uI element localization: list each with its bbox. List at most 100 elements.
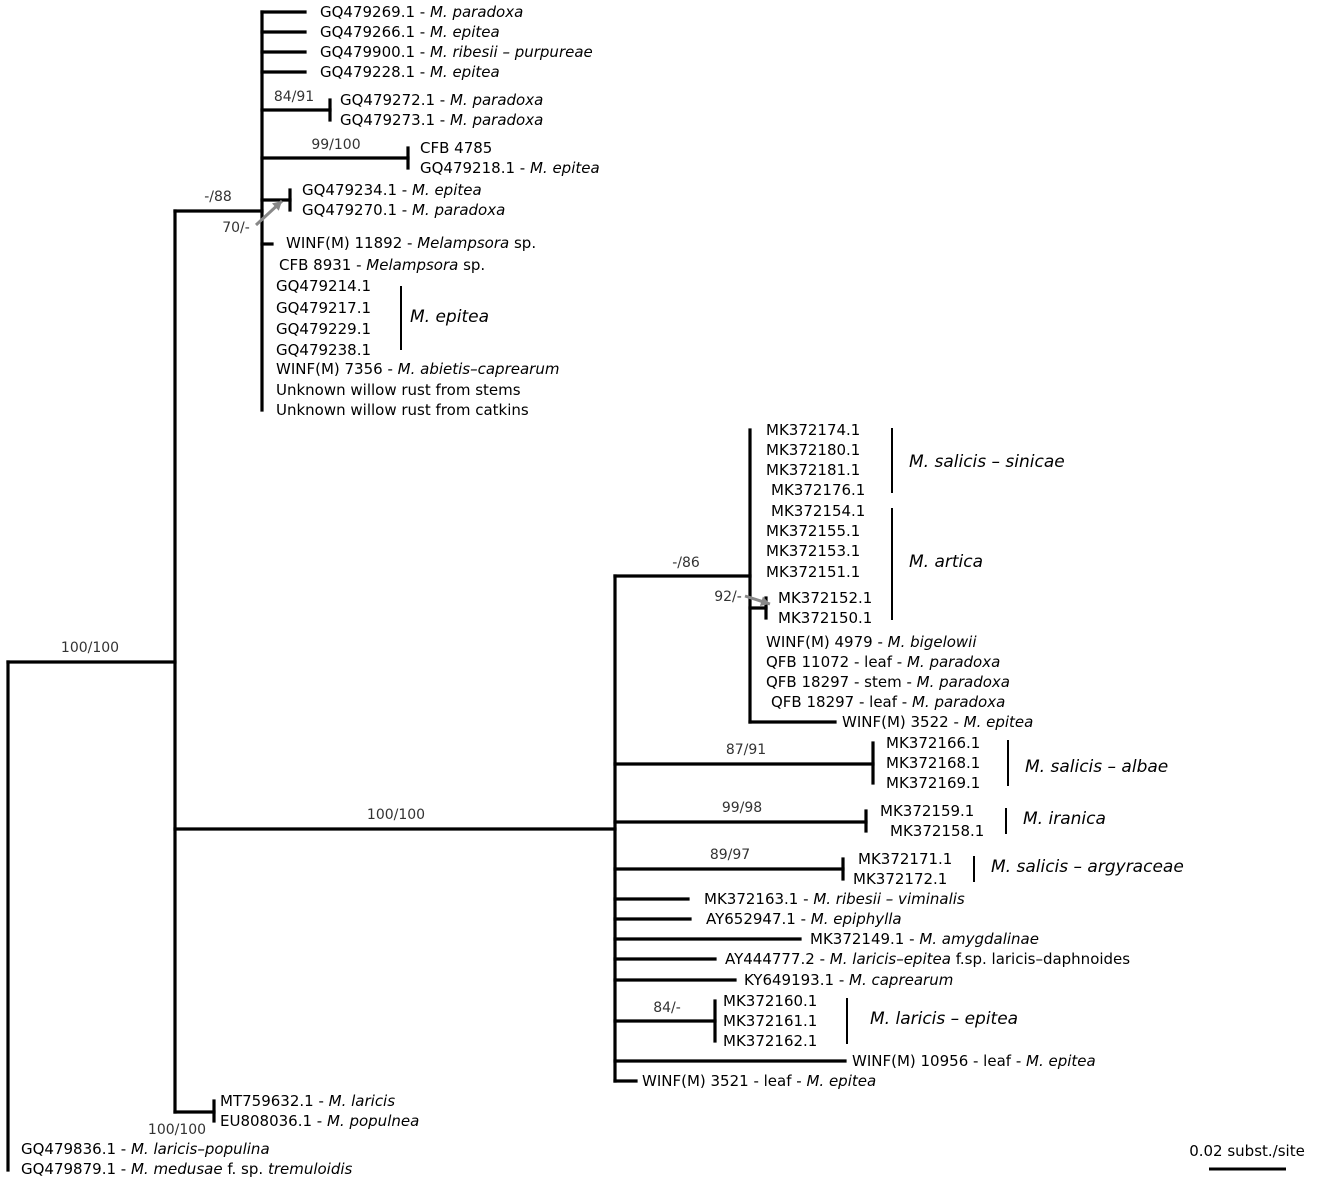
tip-label: GQ479836.1 - M. laricis–populina [21, 1140, 270, 1158]
tip-acc: Unknown willow rust from catkins [276, 401, 529, 419]
tip-acc: GQ479229.1 [276, 320, 371, 338]
tip-sp: M. ribesii – purpureae [430, 43, 593, 61]
tip-sp: M. laricis–epitea [830, 950, 951, 968]
tip-sp: M. ribesii – viminalis [813, 890, 965, 908]
tip-acc: WINF(M) 10956 - leaf [852, 1052, 1012, 1070]
tip-sep: - [792, 1072, 807, 1090]
clade-label: M. iranica [1023, 809, 1106, 829]
tip-acc: WINF(M) 7356 [276, 360, 383, 378]
tip-label: GQ479228.1 - M. epitea [320, 63, 500, 81]
support-value: 84/- [653, 1000, 681, 1016]
tip-label: MK372153.1 [766, 542, 860, 560]
support-value: 100/100 [367, 807, 425, 823]
tip-acc: MK372154.1 [771, 502, 865, 520]
tip-sp: M. epitea [964, 713, 1034, 731]
tip-label: MK372171.1 [858, 850, 952, 868]
tip-label: GQ479272.1 - M. paradoxa [340, 91, 543, 109]
tip-sep: - [892, 653, 907, 671]
tip-label: MK372160.1 [723, 992, 817, 1010]
tip-sep: - [116, 1160, 131, 1178]
tip-acc: AY444777.2 [725, 950, 815, 968]
tip-label: GQ479900.1 - M. ribesii – purpureae [320, 43, 593, 61]
tip-sep: - [415, 43, 430, 61]
tip-acc: MK372151.1 [766, 563, 860, 581]
tip-label: MK372176.1 [771, 481, 865, 499]
tip-sp: M. epiphylla [811, 910, 902, 928]
tip-sp: M. laricis–populina [131, 1140, 270, 1158]
tip-acc: MK372152.1 [778, 589, 872, 607]
tip-acc: QFB 18297 - stem [766, 673, 902, 691]
tip-label: GQ479217.1 [276, 299, 371, 317]
clade-bars [400, 286, 1009, 1044]
tip-label: Unknown willow rust from catkins [276, 401, 529, 419]
tip-acc: MK372176.1 [771, 481, 865, 499]
tip-sp: M. bigelowii [888, 633, 978, 651]
tip-sp: M. paradoxa [917, 673, 1010, 691]
support-value: 70/- [222, 220, 250, 236]
tip-label: EU808036.1 - M. populnea [220, 1112, 419, 1130]
tip-sp: M. laricis [329, 1092, 396, 1110]
tip-sp: M. paradoxa [912, 693, 1005, 711]
tip-sp: M. epitea [806, 1072, 876, 1090]
tip-sp: M. paradoxa [412, 201, 505, 219]
tip-acc: GQ479269.1 [320, 3, 415, 21]
tip-acc: GQ479214.1 [276, 277, 371, 295]
tip-acc: CFB 8931 [279, 256, 351, 274]
tip-label: MK372168.1 [886, 754, 980, 772]
scale-bar-label: 0.02 subst./site [1189, 1142, 1305, 1160]
tip-acc: MK372150.1 [778, 609, 872, 627]
tip-acc: EU808036.1 [220, 1112, 312, 1130]
tip-acc: GQ479218.1 [420, 159, 515, 177]
tip-sp: M. populnea [327, 1112, 419, 1130]
tip-label: GQ479238.1 [276, 341, 371, 359]
tip-acc: MK372149.1 [810, 930, 904, 948]
tip-label: MK372163.1 - M. ribesii – viminalis [704, 890, 965, 908]
tip-sp: M. caprearum [849, 971, 953, 989]
tip-label: WINF(M) 3521 - leaf - M. epitea [642, 1072, 876, 1090]
tip-label: KY649193.1 - M. caprearum [744, 971, 953, 989]
tip-label: AY652947.1 - M. epiphylla [706, 910, 902, 928]
tip-sep: - [834, 971, 849, 989]
tip-label: GQ479270.1 - M. paradoxa [302, 201, 505, 219]
tip-label: MK372151.1 [766, 563, 860, 581]
tip-sep: - [314, 1092, 329, 1110]
tip-label: MK372181.1 [766, 461, 860, 479]
support-value: 89/97 [710, 847, 750, 863]
clade-label: M. salicis – sinicae [909, 452, 1065, 472]
tip-sep: - [897, 693, 912, 711]
tip-sep: - [815, 950, 830, 968]
tip-label: MK372174.1 [766, 421, 860, 439]
arrow-head [759, 596, 770, 607]
tip-label: MK372152.1 [778, 589, 872, 607]
tip-acc: MK372155.1 [766, 522, 860, 540]
tip-sep: - [798, 890, 813, 908]
tip-acc: CFB 4785 [420, 139, 492, 157]
tip-acc: WINF(M) 3522 [842, 713, 949, 731]
tip-acc: MK372181.1 [766, 461, 860, 479]
tip-sp: M. medusae [131, 1160, 223, 1178]
tip-sp: Melampsora [417, 234, 509, 252]
tip-sp: Melampsora [366, 256, 458, 274]
tip-sep: - [312, 1112, 327, 1130]
tip-label: MK372169.1 [886, 774, 980, 792]
tip-label: MK372161.1 [723, 1012, 817, 1030]
tip-acc: WINF(M) 4979 [766, 633, 873, 651]
arrow-head [271, 201, 282, 211]
tip-label: GQ479218.1 - M. epitea [420, 159, 600, 177]
tip-acc: MK372162.1 [723, 1032, 817, 1050]
tip-label: CFB 4785 [420, 139, 492, 157]
tip-sp: M. paradoxa [450, 91, 543, 109]
support-value: 100/100 [61, 640, 119, 656]
tip-sep: - [796, 910, 811, 928]
tip-acc: GQ479270.1 [302, 201, 397, 219]
tip-acc: GQ479273.1 [340, 111, 435, 129]
tip-sep: - [397, 201, 412, 219]
tip-acc: MK372169.1 [886, 774, 980, 792]
tip-sp: M. paradoxa [907, 653, 1000, 671]
tip-acc: MK372168.1 [886, 754, 980, 772]
tip-label: MK372172.1 [853, 870, 947, 888]
tip-acc: Unknown willow rust from stems [276, 381, 521, 399]
clade-label: M. epitea [410, 307, 489, 327]
tip-label: WINF(M) 3522 - M. epitea [842, 713, 1033, 731]
